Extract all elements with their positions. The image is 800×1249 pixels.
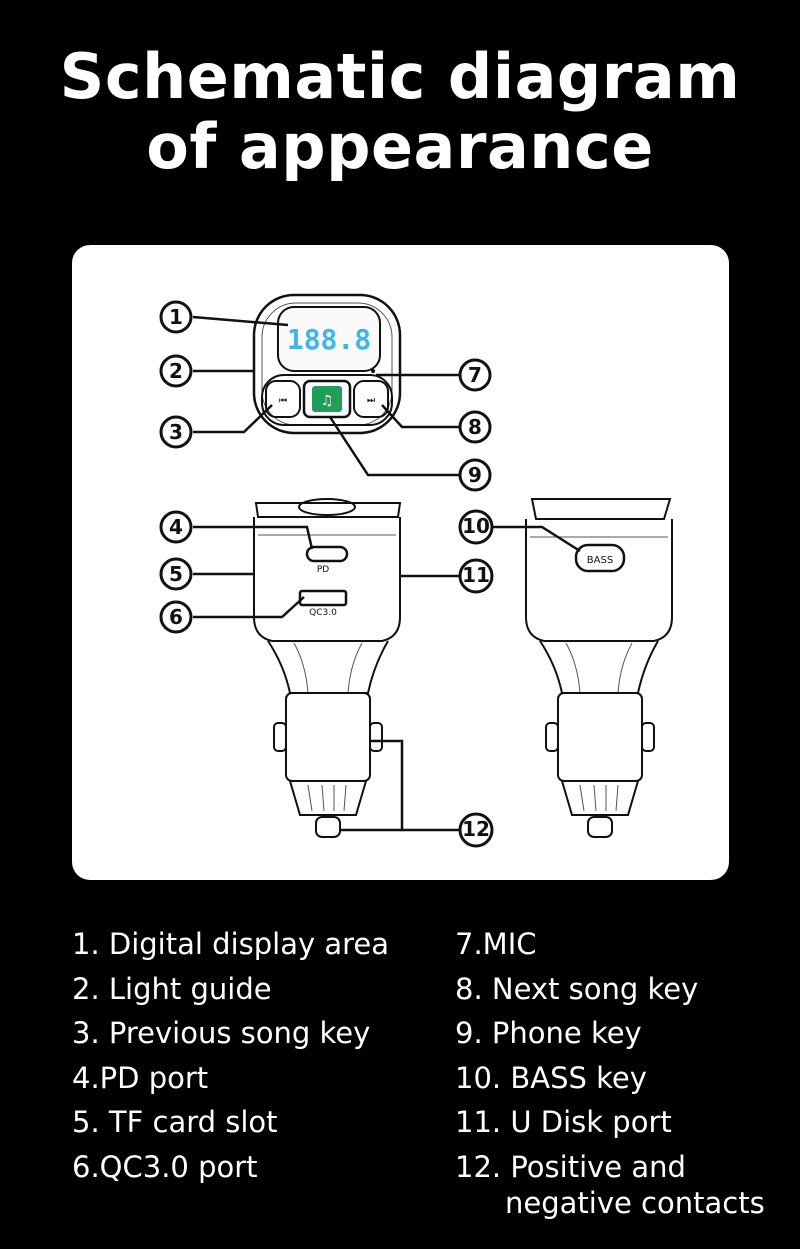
callout-4: 4 — [159, 510, 193, 544]
callout-9: 9 — [458, 458, 492, 492]
phone-key — [302, 379, 352, 419]
legend-item: 9. Phone key — [455, 1016, 642, 1050]
svg-text:7: 7 — [468, 363, 482, 387]
legend-item: 5. TF card slot — [72, 1105, 278, 1139]
svg-text:11: 11 — [462, 563, 490, 587]
callout-10: 10 — [458, 509, 494, 545]
callout-3: 3 — [159, 415, 193, 449]
svg-text:6: 6 — [169, 605, 183, 629]
title-line-1: Schematic diagram — [59, 40, 741, 113]
title-line-2: of appearance — [146, 110, 654, 183]
next-song-key — [353, 380, 389, 418]
svg-text:12: 12 — [462, 817, 490, 841]
leader-lines — [192, 315, 581, 832]
callout-5: 5 — [159, 557, 193, 591]
callout-8: 8 — [458, 410, 492, 444]
legend-item: 3. Previous song key — [72, 1016, 371, 1050]
svg-text:8: 8 — [468, 415, 482, 439]
device-body-side: BASS — [525, 498, 673, 838]
callout-12: 12 — [458, 812, 494, 848]
bass-key — [574, 543, 626, 573]
device-front-face: 188.8 ⏮ ⏭ ♫ — [252, 293, 402, 435]
diagram-panel: 188.8 ⏮ ⏭ ♫ PD QC3.0 — [72, 245, 729, 880]
legend-item: 12. Positive and — [455, 1149, 686, 1184]
svg-text:9: 9 — [468, 463, 482, 487]
callout-11: 11 — [458, 558, 494, 594]
callout-7: 7 — [458, 358, 492, 392]
bass-label: BASS — [587, 555, 613, 566]
svg-text:4: 4 — [169, 515, 183, 539]
svg-text:⏭: ⏭ — [367, 396, 375, 406]
pd-label: PD — [317, 565, 329, 575]
legend-item: 11. U Disk port — [455, 1105, 672, 1139]
previous-song-key — [265, 380, 301, 418]
mic-dot — [371, 369, 375, 373]
phone-music-icon: ♫ — [321, 393, 334, 409]
svg-text:1: 1 — [169, 305, 183, 329]
svg-text:2: 2 — [169, 359, 183, 383]
device-diagram: 188.8 ⏮ ⏭ ♫ PD QC3.0 — [159, 293, 673, 848]
legend-item: 8. Next song key — [455, 971, 699, 1006]
svg-text:10: 10 — [462, 514, 490, 538]
legend-left: 1. Digital display area 2. Light guide 3… — [72, 922, 389, 1189]
legend-item: 7.MIC — [455, 927, 537, 961]
legend-right: 7.MIC 8. Next song key 9. Phone key 10. … — [455, 922, 765, 1226]
callout-6: 6 — [159, 600, 193, 634]
page-title: Schematic diagram of appearance — [0, 42, 800, 182]
legend-item: 2. Light guide — [72, 971, 272, 1006]
legend-item: 6.QC3.0 port — [72, 1149, 258, 1184]
svg-text:3: 3 — [169, 420, 183, 444]
qc-label: QC3.0 — [309, 608, 337, 618]
device-body-front: PD QC3.0 — [253, 498, 402, 838]
legend-item: 10. BASS key — [455, 1060, 647, 1095]
callout-2: 2 — [159, 354, 193, 388]
display-reading: 188.8 — [287, 323, 371, 356]
svg-text:⏮: ⏮ — [279, 396, 287, 406]
callouts: 1 2 3 4 5 6 7 8 9 10 11 12 — [159, 300, 494, 848]
legend-item: 1. Digital display area — [72, 927, 390, 961]
svg-text:5: 5 — [169, 562, 183, 586]
callout-1: 1 — [159, 300, 193, 334]
legend-item-continuation: negative contacts — [505, 1186, 765, 1220]
legend-item: 4.PD port — [72, 1060, 209, 1095]
